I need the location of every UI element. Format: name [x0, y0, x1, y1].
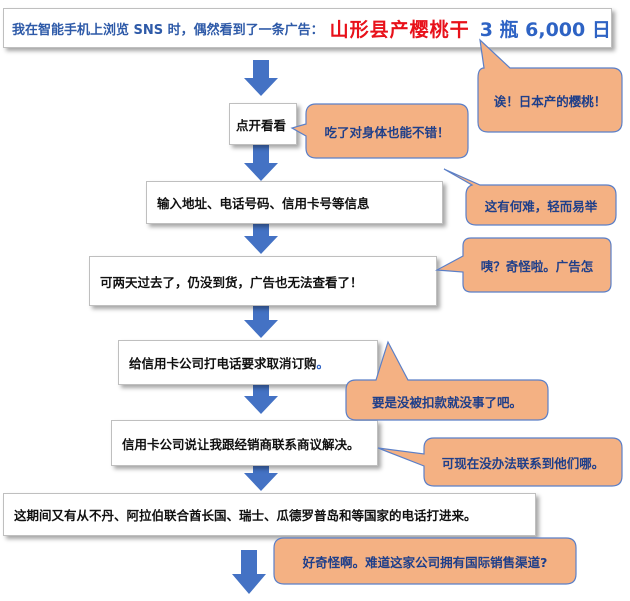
step-contact-dealer-text: 信用卡公司说让我跟经销商联系商议解决。 — [122, 436, 360, 452]
step-call-tail: 。 — [316, 356, 330, 371]
callout-bubble-7 — [273, 537, 577, 585]
step-enter-info-text: 输入地址、电话号码、信用卡号等信息 — [157, 196, 370, 211]
step-contact-dealer: 信用卡公司说让我跟经销商联系商议解决。 — [111, 420, 378, 466]
callout-text-7: 好奇怪啊。难道这家公司拥有国际销售渠道? — [302, 554, 548, 570]
flow-arrow-3 — [244, 218, 278, 254]
step-open-ad-text: 点开看看 — [236, 117, 287, 133]
callout-text-5: 要是没被扣款就没事了吧。 — [371, 394, 522, 410]
flow-arrow-2 — [244, 145, 278, 181]
ad-intro-text: 我在智能手机上浏览 SNS 时，偶然看到了一条广告： — [12, 22, 324, 38]
flow-arrow-4 — [244, 302, 278, 338]
ad-headline-box: 我在智能手机上浏览 SNS 时，偶然看到了一条广告： 山形县产樱桃干 3 瓶 6… — [3, 8, 612, 48]
callout-bubble-2 — [290, 103, 469, 159]
step-call-card-company-text: 给信用卡公司打电话要求取消订购 — [129, 356, 317, 371]
step-open-ad: 点开看看 — [229, 103, 297, 145]
callout-text-4: 咦？奇怪啦。广告怎 — [480, 258, 594, 274]
step-international-calls: 这期间又有从不丹、阿拉伯联合酋长国、瑞士、瓜德罗普岛和等国家的电话打进来。 — [3, 493, 536, 536]
flow-arrow-6 — [244, 455, 278, 491]
callout-text-3: 这有何难，轻而易举 — [484, 198, 598, 214]
callout-bubble-1 — [477, 38, 623, 133]
flow-arrow-1 — [244, 60, 278, 96]
step-call-card-company: 给信用卡公司打电话要求取消订购。 — [118, 340, 378, 385]
callout-bubble-3 — [443, 168, 617, 226]
callout-bubble-4 — [434, 237, 612, 293]
product-name: 山形县产樱桃干 — [329, 18, 470, 41]
callout-text-6: 可现在没办法联系到他们哪。 — [441, 455, 605, 471]
step-not-delivered-text: 可两天过去了，仍没到货，广告也无法查看了！ — [100, 274, 363, 290]
step-not-delivered: 可两天过去了，仍没到货，广告也无法查看了！ — [89, 256, 437, 306]
quantity-price: 3 瓶 6,000 日 — [479, 18, 611, 41]
flow-arrow-7 — [232, 550, 266, 594]
step-international-calls-text: 这期间又有从不丹、阿拉伯联合酋长国、瑞士、瓜德罗普岛和等国家的电话打进来。 — [14, 508, 477, 523]
callout-text-2: 吃了对身体也能不错！ — [324, 124, 450, 140]
callout-text-1: 诶！日本产的樱桃！ — [493, 93, 607, 109]
callout-bubble-5 — [345, 340, 549, 421]
step-enter-info: 输入地址、电话号码、信用卡号等信息 — [146, 181, 443, 224]
flow-arrow-5 — [244, 378, 278, 414]
callout-bubble-6 — [377, 437, 623, 487]
